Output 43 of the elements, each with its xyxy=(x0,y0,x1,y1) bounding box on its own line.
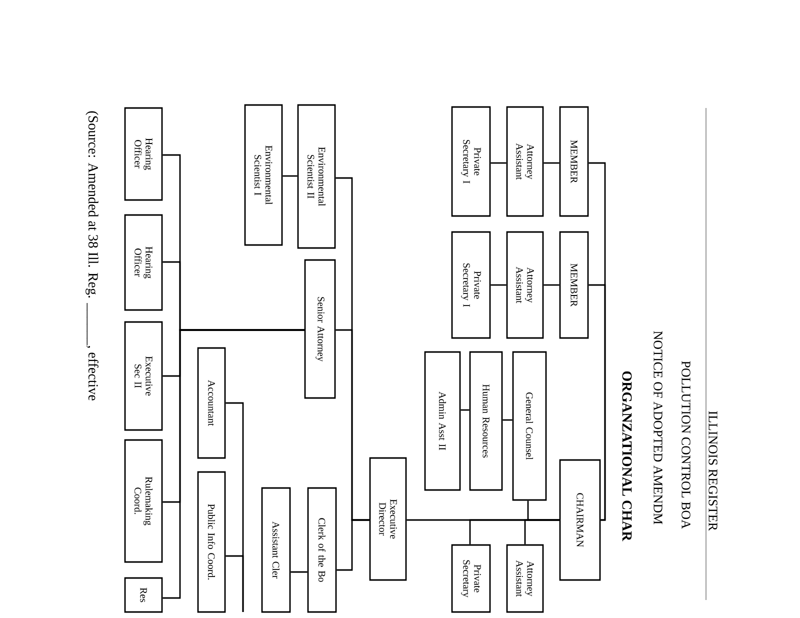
position-box: CHAIRMAN xyxy=(559,459,601,581)
connector-line xyxy=(490,162,506,164)
position-box: General Counsel xyxy=(512,351,547,501)
connector-line xyxy=(290,571,308,573)
connector-line xyxy=(588,284,606,521)
position-box: MEMBER xyxy=(559,106,589,217)
position-box: Private Secretary I xyxy=(451,106,491,217)
position-box: Rulemaking Coord. xyxy=(124,439,163,563)
position-box: Hearing Officer xyxy=(124,214,163,311)
heading-text: ILLINOIS REGISTER xyxy=(708,411,718,531)
position-box: Private Secretary xyxy=(451,544,491,613)
connector-line xyxy=(544,162,560,164)
position-box: Environmental Scientist I xyxy=(244,104,283,246)
connector-line xyxy=(490,284,506,286)
connector-line xyxy=(406,519,560,521)
connector-line xyxy=(226,555,244,612)
connector-line xyxy=(336,519,370,571)
connector-line xyxy=(544,284,560,286)
position-box: Res xyxy=(124,577,163,613)
position-box: Attorney Assistant xyxy=(506,106,544,217)
heading-text: NOTICE OF ADOPTED AMENDM xyxy=(654,331,662,524)
connector-line xyxy=(460,409,470,411)
position-box: Assistant Cler xyxy=(261,487,291,613)
position-box: Admin Asst II xyxy=(424,351,461,491)
connector-line xyxy=(282,175,298,177)
connector-line xyxy=(162,329,304,599)
position-box: Clerk of the Bo xyxy=(307,487,337,613)
position-box: Senior Attorney xyxy=(304,259,336,399)
position-box: Executive Director xyxy=(369,457,407,581)
position-box: Private Secretary I xyxy=(451,231,491,339)
position-box: MEMBER xyxy=(559,231,589,339)
position-box: Executive Sec II xyxy=(124,321,163,431)
source-note: (Source: Amended at 38 Ill. Reg. ______, effective xyxy=(86,111,98,400)
connector-line xyxy=(502,419,512,421)
position-box: Public Info Coord. xyxy=(197,471,226,613)
position-box: Hearing Officer xyxy=(124,107,163,201)
position-box: Attorney Assistant xyxy=(506,231,544,339)
position-box: Accountant xyxy=(197,347,226,459)
position-box: Environmental Scientist II xyxy=(297,104,336,249)
position-box: Attorney Assistant xyxy=(506,544,544,613)
position-box: Human Resources xyxy=(469,351,503,491)
chart-title: ORGANZATIONAL CHAR xyxy=(622,371,632,542)
heading-text: POLLUTION CONTROL BOA xyxy=(682,361,690,529)
